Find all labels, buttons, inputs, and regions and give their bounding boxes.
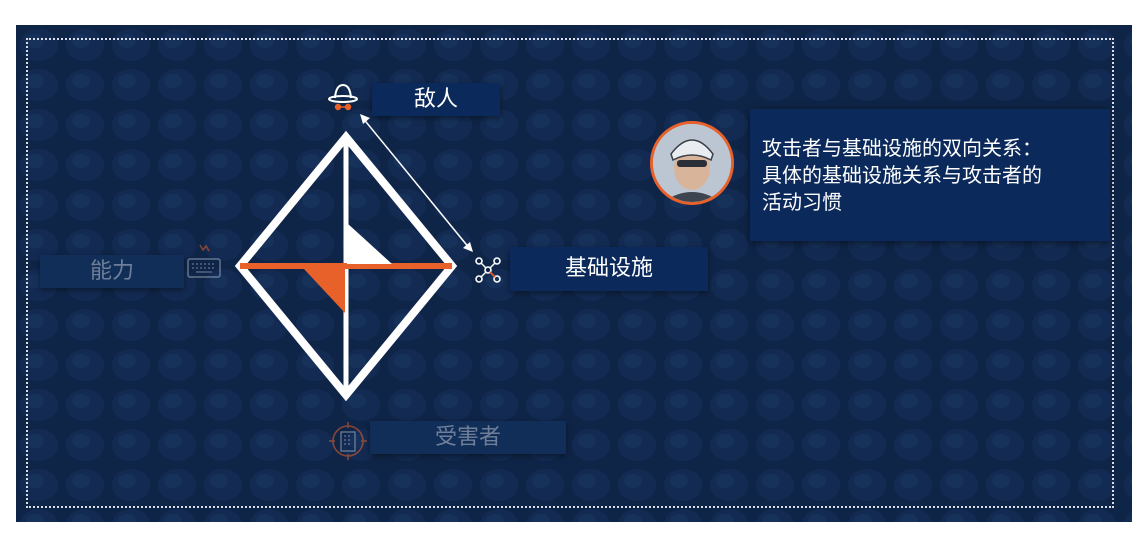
node-capability-label: 能力: [89, 259, 134, 284]
node-victim-label: 受害者: [434, 425, 501, 450]
keyboard-icon: [187, 244, 221, 278]
white-flag: [347, 223, 392, 264]
building-target-icon: [329, 422, 367, 460]
node-capability: 能力: [40, 255, 184, 288]
bidirectional-arrow: [360, 114, 473, 252]
node-adversary-label: 敌人: [413, 87, 458, 112]
node-victim: 受害者: [370, 421, 566, 454]
orange-flag: [304, 269, 345, 313]
presenter-photo: [653, 124, 731, 202]
node-infrastructure-label: 基础设施: [564, 256, 653, 281]
diamond-model-slide: 敌人 基础设施 能力 受害者: [16, 25, 1132, 522]
node-infrastructure: 基础设施: [510, 247, 708, 291]
node-adversary: 敌人: [372, 83, 500, 116]
diamond-model: [234, 130, 458, 402]
network-nodes-icon: [475, 257, 501, 283]
spy-hat-icon: [328, 83, 358, 111]
presenter-avatar: [650, 121, 734, 205]
info-box: 攻击者与基础设施的双向关系： 具体的基础设施关系与攻击者的 活动习惯: [750, 109, 1110, 241]
